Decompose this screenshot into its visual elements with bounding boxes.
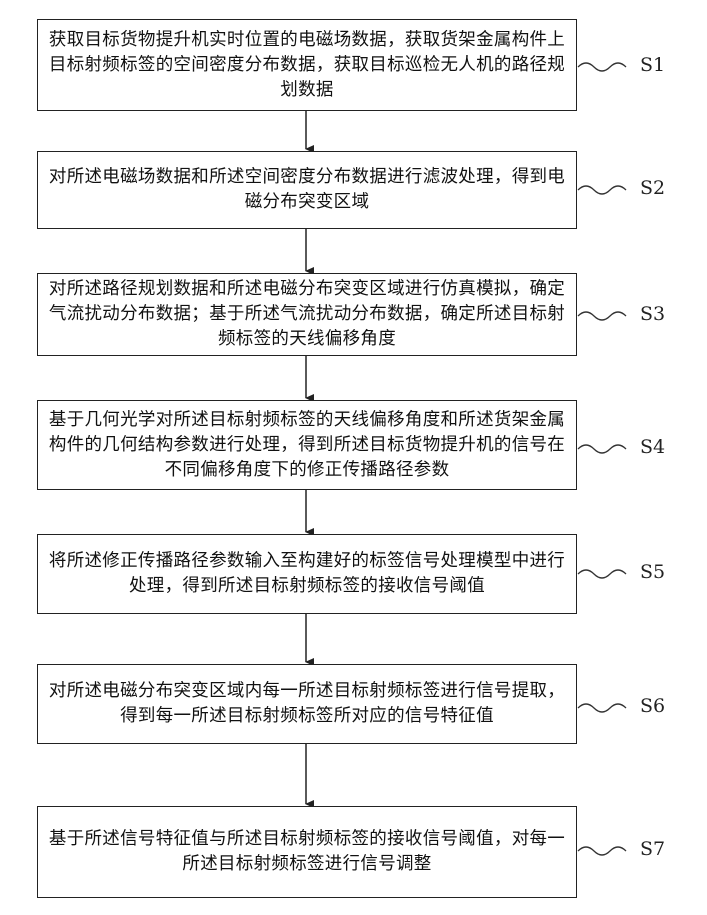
- leader-s4: [578, 445, 626, 453]
- step-label-s7: S7: [640, 838, 665, 860]
- step-text-s6: 对所述电磁分布突变区域内每一所述目标射频标签进行信号提取，得到每一所述目标射频标…: [46, 679, 568, 729]
- leader-s6: [578, 704, 626, 712]
- step-label-s5: S5: [640, 561, 665, 583]
- step-label-s1: S1: [640, 54, 665, 76]
- leader-s7: [578, 847, 626, 855]
- step-box-s7: 基于所述信号特征值与所述目标射频标签的接收信号阈值，对每一所述目标射频标签进行信…: [37, 806, 577, 898]
- step-text-s5: 将所述修正传播路径参数输入至构建好的标签信号处理模型中进行处理，得到所述目标射频…: [46, 549, 568, 599]
- step-text-s3: 对所述路径规划数据和所述电磁分布突变区域进行仿真模拟，确定气流扰动分布数据；基于…: [46, 277, 568, 352]
- step-label-s6: S6: [640, 695, 665, 717]
- step-box-s1: 获取目标货物提升机实时位置的电磁场数据，获取货架金属构件上目标射频标签的空间密度…: [37, 19, 577, 111]
- step-text-s7: 基于所述信号特征值与所述目标射频标签的接收信号阈值，对每一所述目标射频标签进行信…: [46, 827, 568, 877]
- step-label-s4: S4: [640, 436, 665, 458]
- leader-s1: [578, 63, 626, 71]
- step-text-s1: 获取目标货物提升机实时位置的电磁场数据，获取货架金属构件上目标射频标签的空间密度…: [46, 28, 568, 103]
- step-label-s3: S3: [640, 303, 665, 325]
- step-box-s3: 对所述路径规划数据和所述电磁分布突变区域进行仿真模拟，确定气流扰动分布数据；基于…: [37, 273, 577, 356]
- step-text-s2: 对所述电磁场数据和所述空间密度分布数据进行滤波处理，得到电磁分布突变区域: [46, 165, 568, 215]
- step-text-s4: 基于几何光学对所述目标射频标签的天线偏移角度和所述货架金属构件的几何结构参数进行…: [46, 408, 568, 483]
- step-box-s4: 基于几何光学对所述目标射频标签的天线偏移角度和所述货架金属构件的几何结构参数进行…: [37, 400, 577, 490]
- leader-s2: [578, 186, 626, 194]
- step-label-s2: S2: [640, 177, 665, 199]
- step-box-s5: 将所述修正传播路径参数输入至构建好的标签信号处理模型中进行处理，得到所述目标射频…: [37, 534, 577, 614]
- leader-s5: [578, 570, 626, 578]
- step-box-s2: 对所述电磁场数据和所述空间密度分布数据进行滤波处理，得到电磁分布突变区域: [37, 151, 577, 229]
- leader-s3: [578, 312, 626, 320]
- step-box-s6: 对所述电磁分布突变区域内每一所述目标射频标签进行信号提取，得到每一所述目标射频标…: [37, 664, 577, 744]
